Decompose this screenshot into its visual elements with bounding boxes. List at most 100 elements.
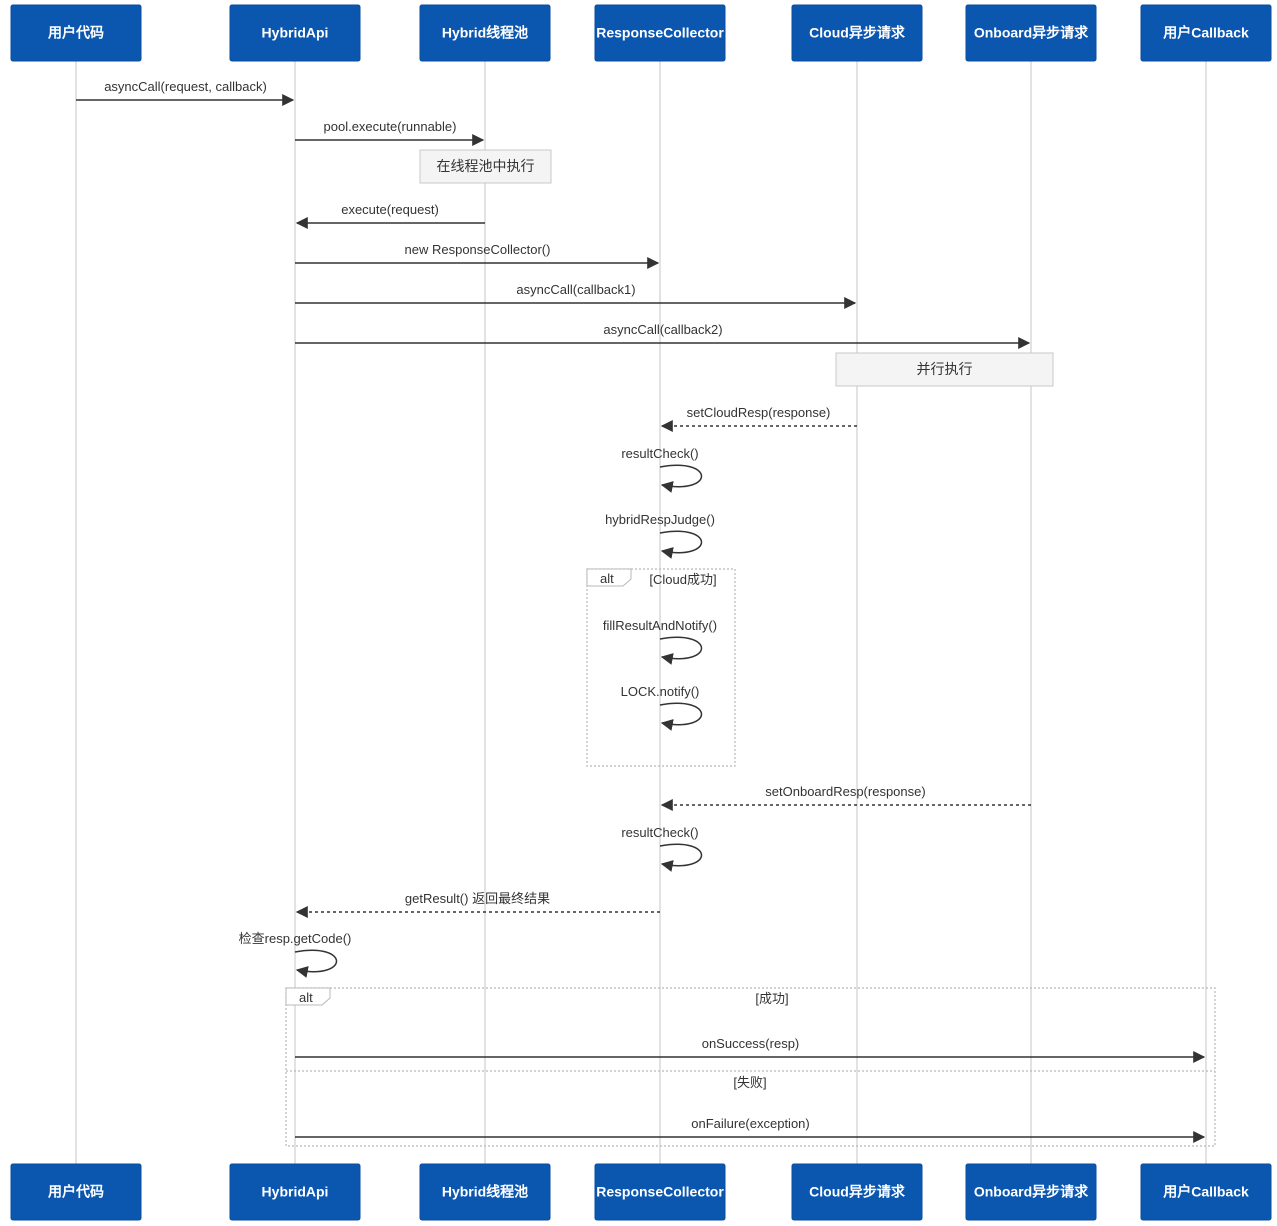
actor-user-bottom: 用户代码 (10, 1163, 142, 1221)
actor-collector-top: ResponseCollector (594, 4, 726, 62)
actor-box (229, 1163, 361, 1221)
actor-callback-bottom: 用户Callback (1140, 1163, 1272, 1221)
message-16: onSuccess(resp) (295, 1036, 1206, 1063)
message-label: getResult() 返回最终结果 (405, 891, 550, 906)
message-17: onFailure(exception) (295, 1116, 1206, 1143)
actor-box (965, 4, 1097, 62)
actor-box (1140, 1163, 1272, 1221)
self-message-arrow (659, 636, 703, 665)
frame-keyword: alt (600, 571, 614, 586)
message-label: asyncCall(callback1) (516, 282, 635, 297)
actor-onboard-bottom: Onboard异步请求 (965, 1163, 1097, 1221)
frame-keyword: alt (299, 990, 313, 1005)
actor-user-top: 用户代码 (10, 4, 142, 62)
note-text: 并行执行 (917, 361, 973, 377)
message-label: hybridRespJudge() (605, 512, 715, 527)
self-message-arrow (294, 949, 338, 978)
message-label: setCloudResp(response) (687, 405, 831, 420)
actor-label: Cloud异步请求 (809, 1184, 906, 1200)
actor-box (10, 4, 142, 62)
actor-box (229, 4, 361, 62)
message-12: setOnboardResp(response) (660, 784, 1031, 811)
message-label: resultCheck() (621, 446, 698, 461)
note-box (419, 149, 552, 184)
actor-label: 用户Callback (1163, 1184, 1249, 1200)
actor-box (594, 1163, 726, 1221)
actor-box (791, 4, 923, 62)
message-3: execute(request) (295, 202, 485, 229)
message-1: asyncCall(request, callback) (76, 79, 295, 106)
message-label: pool.execute(runnable) (324, 119, 457, 134)
actor-box (791, 1163, 923, 1221)
message-label: execute(request) (341, 202, 439, 217)
note-box (835, 352, 1054, 387)
message-5: asyncCall(callback1) (295, 282, 857, 309)
self-message-arrow (659, 530, 703, 559)
actor-label: ResponseCollector (596, 25, 724, 41)
actor-box (594, 4, 726, 62)
message-label: fillResultAndNotify() (603, 618, 717, 633)
actor-api-bottom: HybridApi (229, 1163, 361, 1221)
message-label: LOCK.notify() (621, 684, 700, 699)
actor-label: ResponseCollector (596, 1184, 724, 1200)
actor-box (419, 1163, 551, 1221)
actor-label: Hybrid线程池 (442, 25, 528, 41)
actor-label: Hybrid线程池 (442, 1184, 528, 1200)
message-9: hybridRespJudge() (605, 512, 715, 559)
actor-callback-top: 用户Callback (1140, 4, 1272, 62)
message-label: 检查resp.getCode() (239, 931, 352, 946)
alt-frame-2: alt [成功] [失败] (285, 987, 1216, 1147)
actor-pool-top: Hybrid线程池 (419, 4, 551, 62)
message-10: fillResultAndNotify() (603, 618, 717, 665)
actor-label: HybridApi (262, 25, 329, 41)
self-message-arrow (659, 843, 703, 872)
message-label: setOnboardResp(response) (765, 784, 925, 799)
actor-cloud-bottom: Cloud异步请求 (791, 1163, 923, 1221)
self-message-arrow (659, 702, 703, 731)
frame-tab (586, 568, 632, 587)
message-label: asyncCall(callback2) (603, 322, 722, 337)
actor-label: 用户Callback (1163, 25, 1249, 41)
actor-cloud-top: Cloud异步请求 (791, 4, 923, 62)
message-2: pool.execute(runnable) (295, 119, 485, 146)
message-label: asyncCall(request, callback) (104, 79, 267, 94)
message-label: resultCheck() (621, 825, 698, 840)
frame-border (285, 987, 1216, 1147)
actor-box (965, 1163, 1097, 1221)
message-15: 检查resp.getCode() (239, 931, 352, 978)
actor-box (10, 1163, 142, 1221)
message-13: resultCheck() (621, 825, 703, 872)
message-label: new ResponseCollector() (405, 242, 551, 257)
actor-box (419, 4, 551, 62)
frame-condition: [成功] (755, 991, 788, 1006)
frame-border (586, 568, 736, 767)
message-4: new ResponseCollector() (295, 242, 660, 269)
frame-else-condition: [失败] (733, 1075, 766, 1090)
message-7: setCloudResp(response) (660, 405, 857, 432)
message-8: resultCheck() (621, 446, 703, 493)
actor-api-top: HybridApi (229, 4, 361, 62)
actor-label: Onboard异步请求 (974, 1184, 1089, 1200)
note-2: 并行执行 (835, 352, 1054, 387)
message-6: asyncCall(callback2) (295, 322, 1031, 349)
actor-collector-bottom: ResponseCollector (594, 1163, 726, 1221)
message-label: onSuccess(resp) (702, 1036, 800, 1051)
self-message-arrow (659, 464, 703, 493)
alt-frame-1: alt [Cloud成功] (586, 568, 736, 767)
actor-box (1140, 4, 1272, 62)
actor-onboard-top: Onboard异步请求 (965, 4, 1097, 62)
actor-label: Cloud异步请求 (809, 25, 906, 41)
note-1: 在线程池中执行 (419, 149, 552, 184)
actor-pool-bottom: Hybrid线程池 (419, 1163, 551, 1221)
frame-condition: [Cloud成功] (649, 572, 716, 587)
message-14: getResult() 返回最终结果 (295, 891, 660, 918)
message-label: onFailure(exception) (691, 1116, 810, 1131)
frame-tab (285, 987, 331, 1006)
actor-label: 用户代码 (48, 25, 104, 41)
note-text: 在线程池中执行 (437, 158, 535, 174)
message-11: LOCK.notify() (621, 684, 703, 731)
actor-label: Onboard异步请求 (974, 25, 1089, 41)
actor-label: 用户代码 (48, 1184, 104, 1200)
actor-label: HybridApi (262, 1184, 329, 1200)
